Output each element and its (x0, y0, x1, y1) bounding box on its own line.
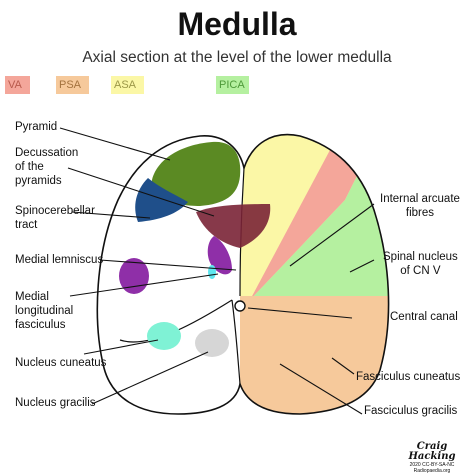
medial-lemniscus (207, 236, 232, 275)
label-decussation-line2: of the (15, 161, 44, 173)
label-spinocerebellar-line1: Spinocerebellar (15, 205, 95, 217)
label-mlf-line1: Medial (15, 291, 49, 303)
label-mlf: Medial longitudinal fasciculus (15, 290, 73, 332)
page-title: Medulla (177, 6, 297, 42)
dorsal-notch (231, 299, 241, 385)
label-nucleus-cuneatus: Nucleus cuneatus (15, 357, 107, 369)
credit-license: 2020 CC-BY-SA-NC (409, 462, 455, 468)
nucleus-gracilis (195, 329, 229, 357)
label-medial-lemniscus: Medial lemniscus (15, 254, 104, 266)
label-decussation-line1: Decussation (15, 147, 79, 159)
nucleus-cuneatus (147, 322, 181, 350)
label-central-canal: Central canal (390, 311, 458, 323)
central-canal (234, 300, 246, 312)
legend-item-va: VA (5, 76, 30, 94)
label-spinal-nucleus-cn-v: Spinal nucleus of CN V (383, 250, 458, 278)
page-subtitle: Axial section at the level of the lower … (82, 49, 392, 66)
medulla-outline (96, 133, 390, 415)
label-spinocerebellar-line2: tract (15, 219, 38, 231)
pyramid (151, 141, 241, 206)
label-spinocerebellar-tract: Spinocerebellar tract (15, 204, 95, 232)
label-decussation: Decussation of the pyramids (15, 146, 78, 188)
territory-va (250, 150, 360, 300)
label-internal-arcuate-line2: fibres (405, 207, 435, 219)
label-fasciculus-gracilis: Fasciculus gracilis (364, 405, 458, 417)
label-mlf-line2: longitudinal (15, 305, 74, 317)
label-internal-arcuate-line1: Internal arcuate (380, 193, 460, 205)
label-fasciculus-cuneatus: Fasciculus cuneatus (356, 371, 461, 383)
label-nucleus-gracilis: Nucleus gracilis (15, 397, 96, 409)
decussation-of-pyramids (196, 204, 271, 248)
territory-pica (250, 170, 389, 300)
label-mlf-line3: fasciculus (15, 319, 66, 331)
credit-site: Radiopaedia.org (413, 468, 451, 474)
spinocerebellar-tract (135, 178, 188, 222)
label-internal-arcuate-fibres: Internal arcuate fibres (380, 192, 460, 220)
credit-signature: Craig Hacking 2020 CC-BY-SA-NC Radiopaed… (392, 442, 472, 474)
label-spinal-nucleus-line2: of CN V (400, 265, 441, 277)
leader-lines (59, 127, 375, 415)
label-decussation-line3: pyramids (15, 175, 62, 187)
legend-item-psa: PSA (56, 76, 89, 94)
medial-longitudinal-fasciculus (208, 265, 216, 279)
legend-item-asa: ASA (111, 76, 144, 94)
label-pyramid: Pyramid (15, 121, 58, 133)
credit-author: Craig Hacking (408, 441, 456, 462)
label-spinal-nucleus-line1: Spinal nucleus (383, 251, 458, 263)
legend-item-pica: PICA (216, 76, 249, 94)
